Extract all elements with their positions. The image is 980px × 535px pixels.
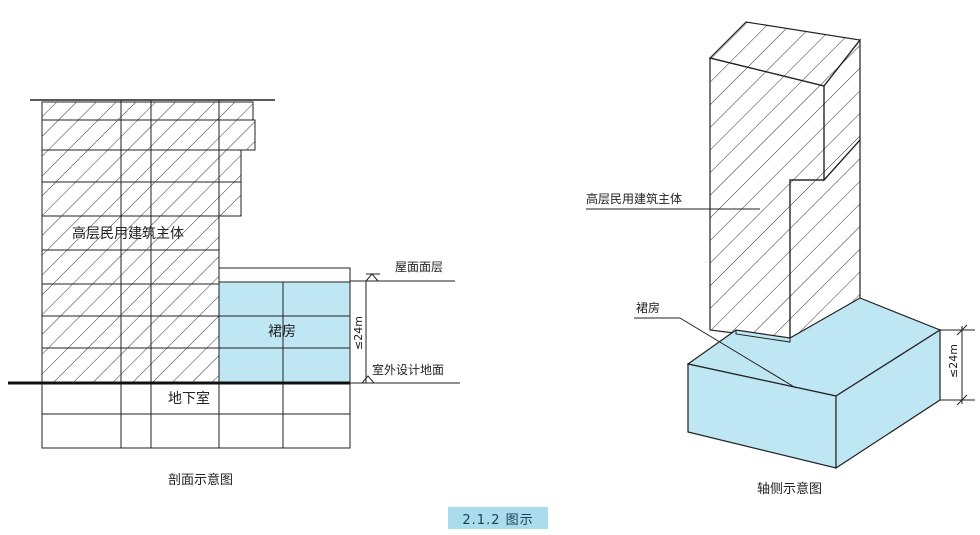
tower-label: 高层民用建筑主体	[72, 225, 184, 242]
tower-floor	[41, 119, 256, 151]
grade-level-marker: 室外设计地面	[350, 362, 460, 384]
podium-roof-slab	[218, 267, 351, 283]
section-height-text: ≤24m	[352, 316, 365, 350]
basement-label: 地下室	[168, 390, 210, 407]
tower-floor	[41, 249, 220, 285]
roof-label: 屋面面层	[395, 260, 443, 274]
axo-height-text: ≤24m	[947, 344, 960, 378]
tower-floor	[41, 283, 220, 317]
podium-floor	[218, 281, 351, 317]
podium-label: 裙房	[268, 324, 296, 340]
tower-floor	[41, 181, 242, 217]
section-caption: 剖面示意图	[168, 472, 233, 488]
grade-label: 室外设计地面	[372, 362, 444, 377]
roof-level-marker: 屋面面层	[350, 260, 455, 282]
axo-podium-leader	[679, 317, 797, 389]
tower-floor	[41, 149, 242, 183]
figure-caption: 2.1.2 图示	[448, 507, 548, 529]
basement-floor	[41, 383, 351, 415]
basement-floor	[41, 413, 351, 449]
tower-floor	[41, 101, 254, 121]
podium-floor	[218, 315, 351, 349]
tower-columns	[120, 100, 220, 382]
axo-height-dimension: ≤24m	[940, 324, 975, 406]
section-view: 高层民用建筑主体 裙房 地下室 屋面面层 室外设计地面 ≤24m 剖面示意图	[8, 99, 460, 488]
axo-podium-label: 裙房	[636, 300, 660, 315]
axo-caption: 轴侧示意图	[757, 481, 822, 497]
axo-tower-label: 高层民用建筑主体	[586, 191, 682, 206]
section-height-dimension: ≤24m	[352, 281, 367, 383]
podium-floor	[218, 347, 351, 383]
axonometric-view: 高层民用建筑主体 裙房 ≤24m 轴侧示意图	[586, 21, 975, 497]
axo-tower	[708, 21, 862, 342]
tower-floors	[41, 101, 256, 383]
basement-section	[41, 383, 351, 449]
tower-floor	[41, 315, 220, 349]
podium-section	[218, 267, 351, 383]
tower-floor	[41, 347, 220, 383]
tower-floor	[41, 215, 220, 251]
axo-tower-right-lower	[789, 138, 861, 342]
